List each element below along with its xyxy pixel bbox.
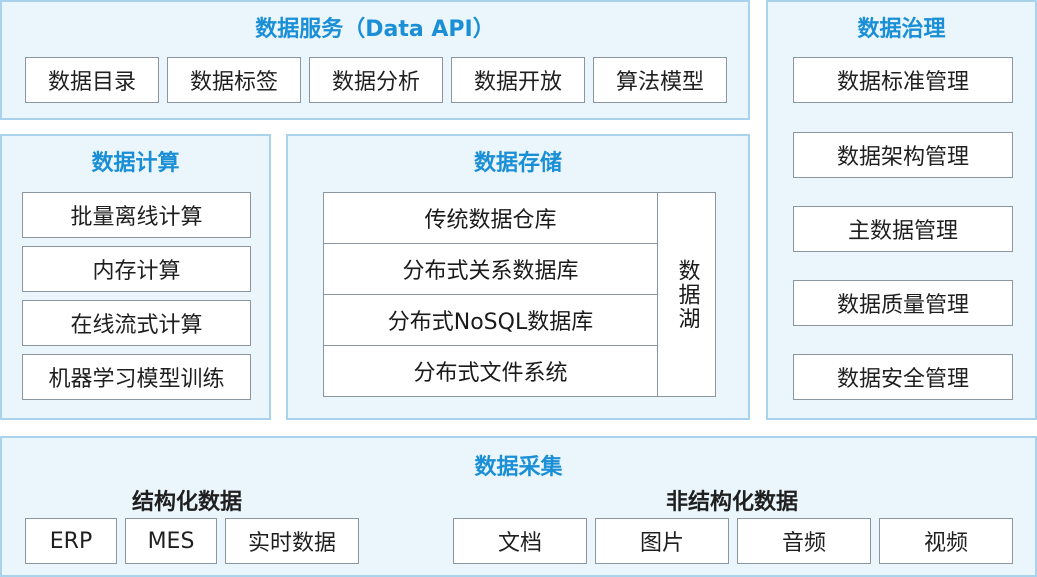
collection-item-mes[interactable]: MES	[125, 518, 217, 564]
data-collection-panel: 数据采集 结构化数据 非结构化数据 ERP MES 实时数据 文档 图片 音频 …	[0, 436, 1037, 577]
collection-item-realtime[interactable]: 实时数据	[225, 518, 359, 564]
data-governance-item-master[interactable]: 主数据管理	[793, 206, 1013, 252]
data-compute-item-memory[interactable]: 内存计算	[22, 246, 251, 292]
data-lake-label: 数据湖	[674, 258, 700, 331]
data-storage-item-warehouse[interactable]: 传统数据仓库	[324, 193, 657, 244]
data-services-item-algorithm[interactable]: 算法模型	[593, 57, 727, 103]
data-compute-item-streaming[interactable]: 在线流式计算	[22, 300, 251, 346]
data-compute-item-ml[interactable]: 机器学习模型训练	[22, 354, 251, 400]
data-services-item-tags[interactable]: 数据标签	[167, 57, 301, 103]
data-storage-item-nosql[interactable]: 分布式NoSQL数据库	[324, 295, 657, 346]
data-lake-cell[interactable]: 数据湖	[657, 193, 715, 396]
data-services-item-catalog[interactable]: 数据目录	[25, 57, 159, 103]
data-governance-title: 数据治理	[857, 17, 946, 42]
data-storage-item-relational[interactable]: 分布式关系数据库	[324, 244, 657, 295]
data-services-item-open[interactable]: 数据开放	[451, 57, 585, 103]
collection-item-document[interactable]: 文档	[453, 518, 587, 564]
collection-item-video[interactable]: 视频	[879, 518, 1013, 564]
structured-data-heading: 结构化数据	[131, 490, 242, 515]
data-governance-item-architecture[interactable]: 数据架构管理	[793, 132, 1013, 178]
collection-item-audio[interactable]: 音频	[737, 518, 871, 564]
data-compute-title: 数据计算	[91, 151, 180, 176]
data-collection-title: 数据采集	[474, 455, 563, 480]
unstructured-data-heading: 非结构化数据	[665, 490, 798, 515]
data-governance-item-standard[interactable]: 数据标准管理	[793, 57, 1013, 103]
data-storage-table: 传统数据仓库 分布式关系数据库 分布式NoSQL数据库 分布式文件系统 数据湖	[323, 192, 716, 397]
data-governance-panel: 数据治理 数据标准管理 数据架构管理 主数据管理 数据质量管理 数据安全管理	[766, 0, 1037, 420]
collection-item-image[interactable]: 图片	[595, 518, 729, 564]
data-governance-item-quality[interactable]: 数据质量管理	[793, 280, 1013, 326]
collection-item-erp[interactable]: ERP	[25, 518, 117, 564]
data-compute-panel: 数据计算 批量离线计算 内存计算 在线流式计算 机器学习模型训练	[0, 134, 271, 420]
data-services-item-analysis[interactable]: 数据分析	[309, 57, 443, 103]
data-storage-panel: 数据存储 传统数据仓库 分布式关系数据库 分布式NoSQL数据库 分布式文件系统…	[286, 134, 750, 420]
data-compute-item-batch[interactable]: 批量离线计算	[22, 192, 251, 238]
data-storage-item-filesystem[interactable]: 分布式文件系统	[413, 361, 568, 386]
data-services-title: 数据服务（Data API）	[255, 17, 495, 42]
data-services-panel: 数据服务（Data API） 数据目录 数据标签 数据分析 数据开放 算法模型	[0, 0, 750, 120]
data-storage-title: 数据存储	[473, 151, 562, 176]
data-governance-item-security[interactable]: 数据安全管理	[793, 354, 1013, 400]
